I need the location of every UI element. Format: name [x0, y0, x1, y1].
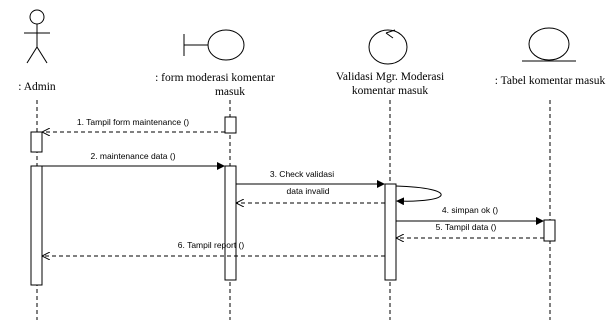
boundary-icon: [183, 29, 245, 61]
validasi-label-line2: komentar masuk: [352, 85, 429, 97]
form-label-line1: : form moderasi komentar: [155, 72, 275, 84]
message-1-label: 1. Tampil form maintenance (): [77, 117, 189, 127]
form-label-line2: masuk: [215, 86, 245, 98]
message-2-label: 2. maintenance data (): [90, 151, 175, 161]
message-invalid-label: data invalid: [286, 186, 329, 196]
form-activation-2: [224, 165, 237, 281]
message-6-label: 6. Tampil report (): [178, 240, 245, 250]
form-activation-1: [224, 116, 237, 134]
admin-activation-1: [30, 131, 43, 153]
tabel-label: : Tabel komentar masuk: [495, 75, 606, 87]
admin-activation-2: [30, 165, 43, 286]
admin-actor-icon: [24, 9, 50, 64]
message-5-label: 5. Tampil data (): [436, 222, 497, 232]
control-icon: [368, 29, 408, 65]
message-4-label: 4. simpan ok (): [442, 205, 498, 215]
self-call-arrow: [395, 185, 442, 206]
admin-label: : Admin: [18, 81, 56, 93]
validasi-label-line1: Validasi Mgr. Moderasi: [336, 71, 444, 83]
validasi-activation: [384, 183, 397, 281]
entity-icon: [522, 27, 576, 62]
tabel-activation: [543, 219, 556, 242]
message-3-label: 3. Check validasi: [270, 169, 334, 179]
